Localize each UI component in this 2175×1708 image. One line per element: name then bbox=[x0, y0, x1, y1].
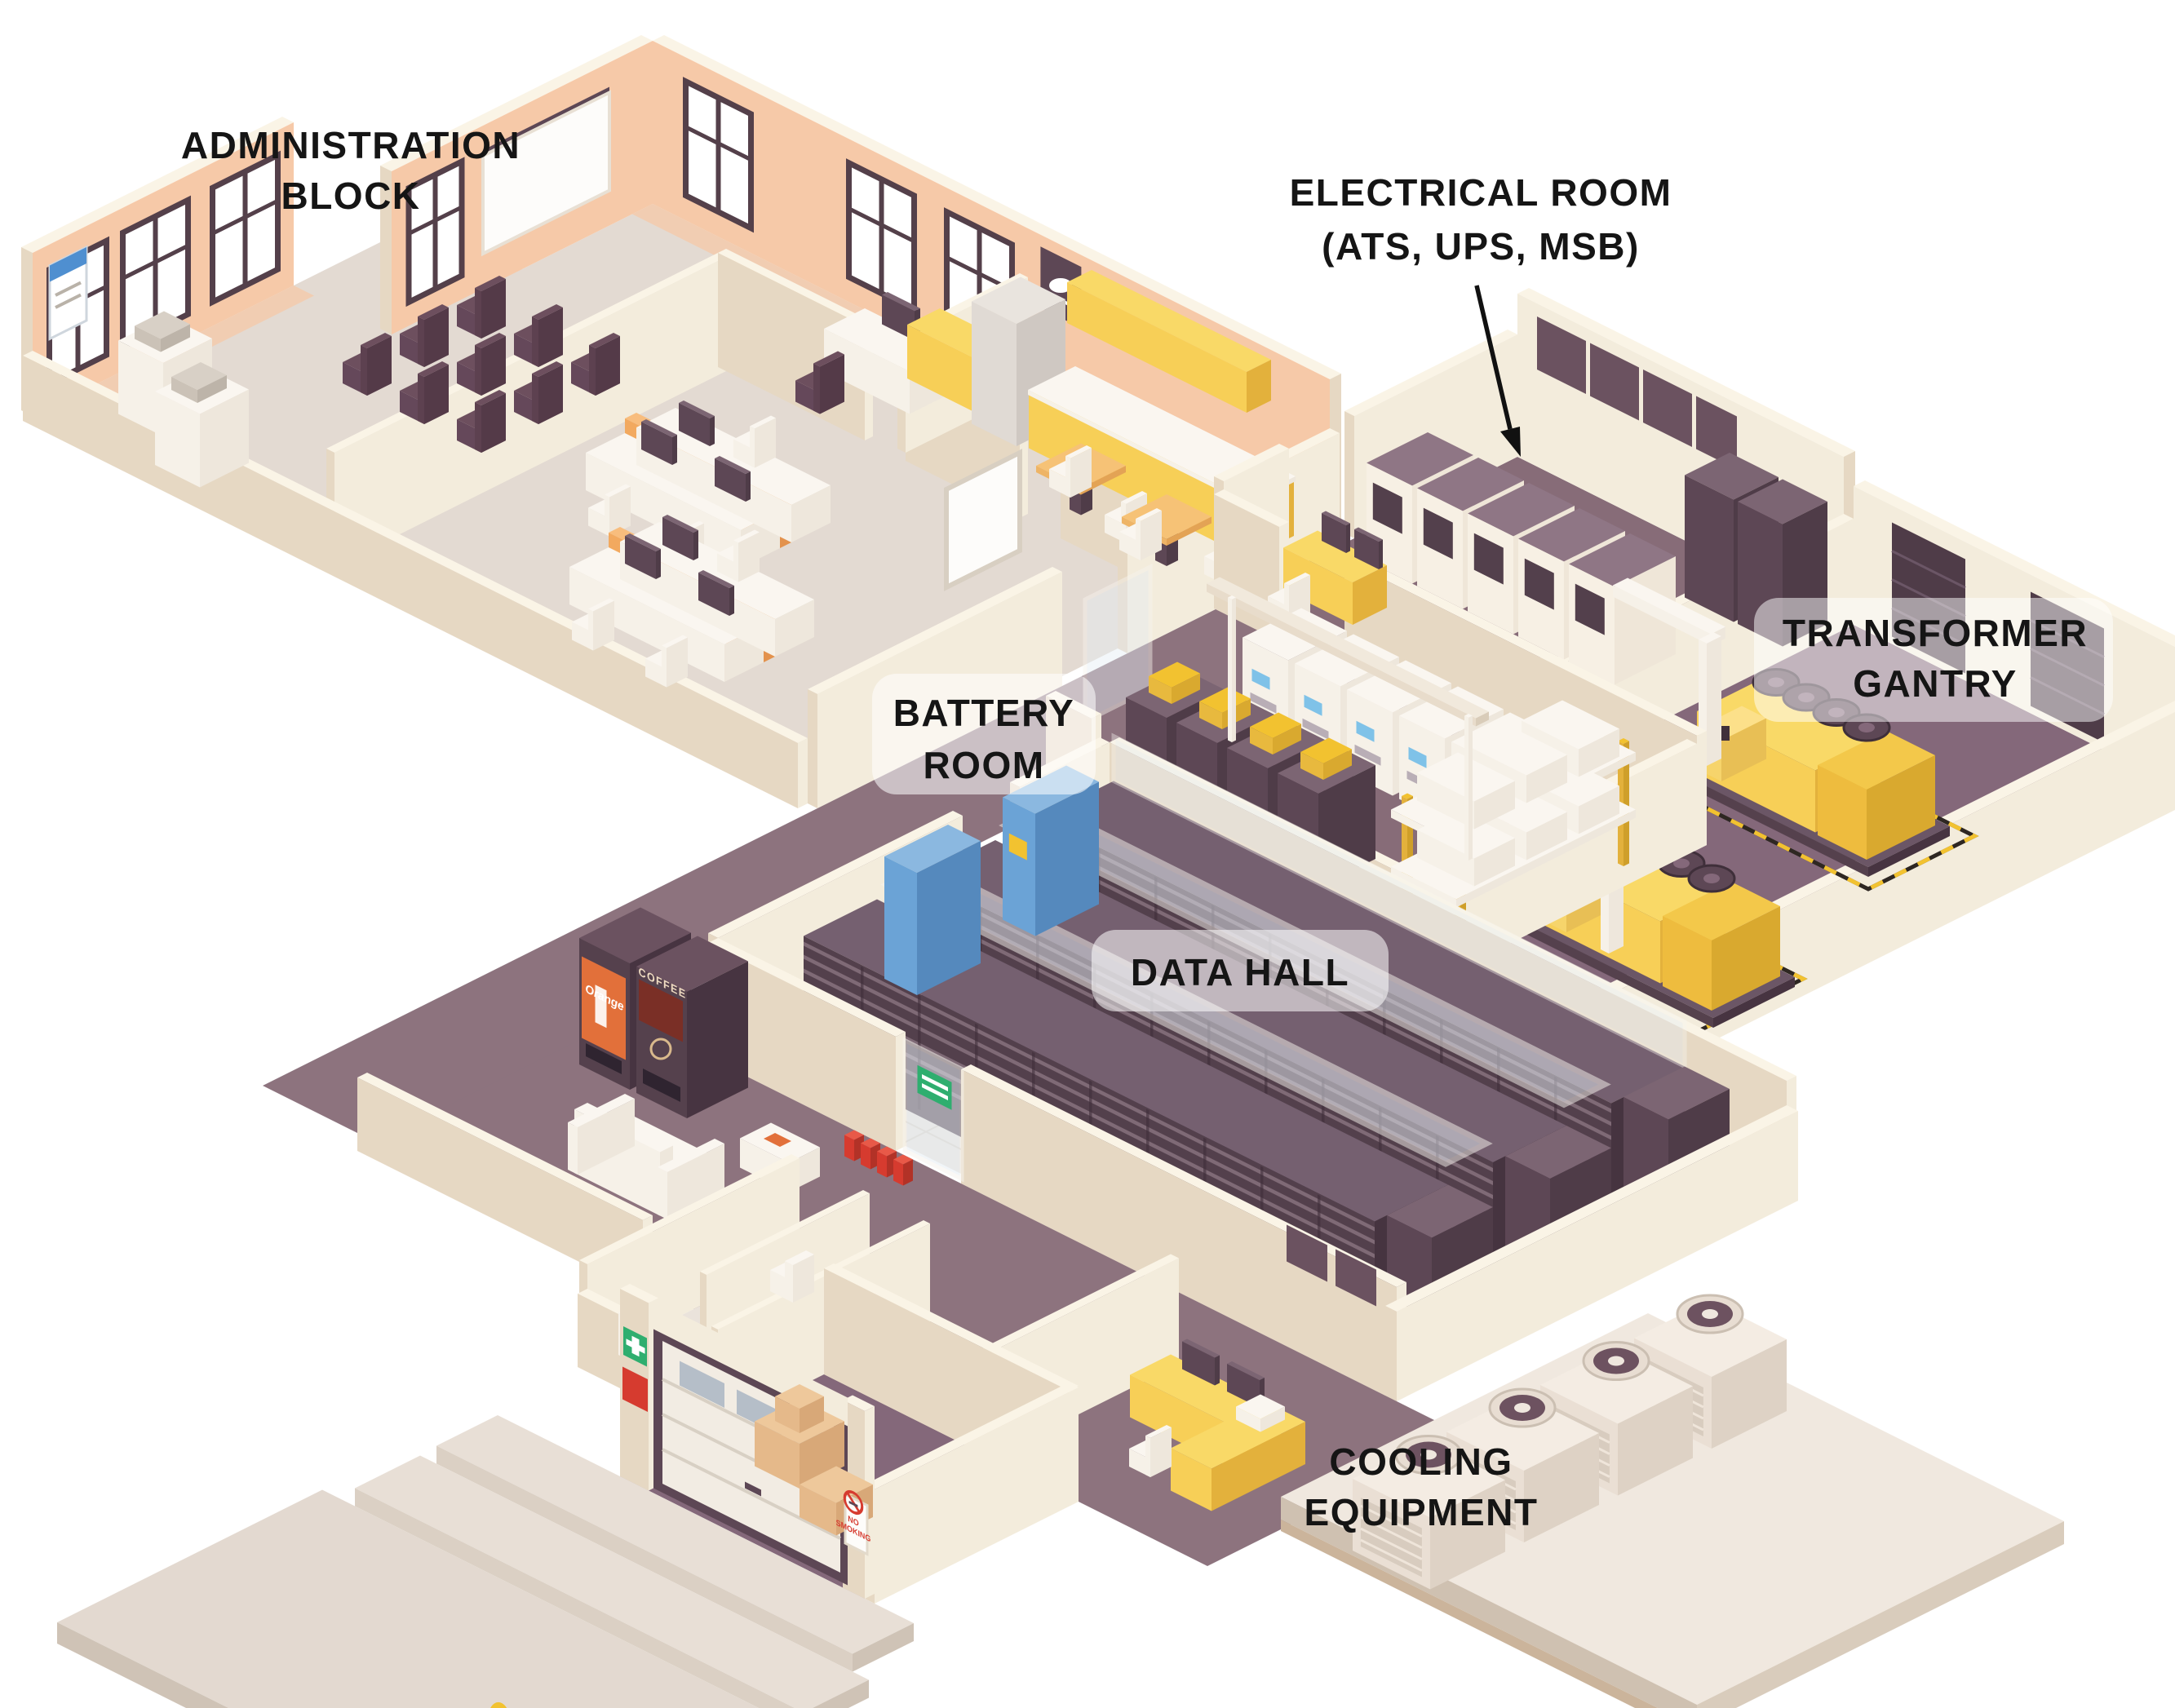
label-electrical-room-line2: (ATS, UPS, MSB) bbox=[1322, 225, 1640, 268]
label-cooling-equipment-line2: EQUIPMENT bbox=[1305, 1491, 1539, 1533]
label-transformer-gantry-line1: TRANSFORMER bbox=[1783, 612, 2088, 654]
label-administration-block-line1: ADMINISTRATION bbox=[181, 124, 520, 166]
annotations: ADMINISTRATION BLOCK ELECTRICAL ROOM (AT… bbox=[181, 124, 2113, 1533]
label-administration-block-line2: BLOCK bbox=[281, 175, 420, 217]
label-battery-room-line1: BATTERY bbox=[893, 692, 1075, 734]
cooling-equipment-illustration bbox=[1281, 1294, 2064, 1708]
outdoor-ground-illustration bbox=[57, 1415, 914, 1708]
electrical-room-arrow-line bbox=[1474, 285, 1513, 430]
loading-dock-illustration bbox=[620, 1263, 1079, 1604]
label-data-hall: DATA HALL bbox=[1131, 951, 1349, 993]
no-smoking-slash-icon bbox=[846, 1492, 861, 1513]
battery-room-label-pill bbox=[872, 674, 1096, 794]
transformer-gantry-label-pill bbox=[1754, 598, 2113, 722]
label-electrical-room-line1: ELECTRICAL ROOM bbox=[1290, 171, 1672, 214]
no-smoking-cigarette-icon bbox=[848, 1500, 858, 1508]
electrical-room-arrow-head bbox=[1500, 427, 1521, 457]
no-smoking-circle-icon bbox=[843, 1489, 864, 1516]
illustration-root bbox=[21, 35, 2175, 1708]
data-hall-label-pill bbox=[1092, 930, 1389, 1011]
label-cooling-equipment-line1: COOLING bbox=[1329, 1440, 1513, 1483]
label-transformer-gantry-line2: GANTRY bbox=[1853, 662, 2018, 705]
label-battery-room-line2: ROOM bbox=[923, 744, 1044, 786]
